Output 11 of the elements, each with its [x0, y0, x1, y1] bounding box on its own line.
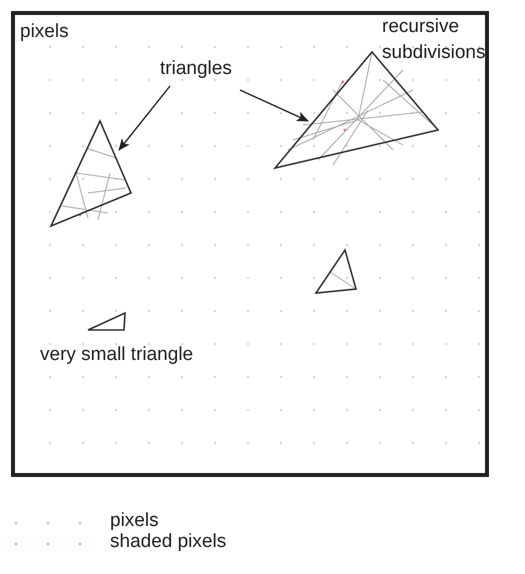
triangle-drawing	[313, 247, 359, 296]
triangle-drawing	[48, 118, 134, 229]
triangle-caption: very small triangle	[40, 343, 194, 367]
triangle-drawing	[86, 310, 128, 333]
callout-label: triangles	[160, 56, 232, 82]
annotation-text: recursive subdivisions	[382, 15, 486, 65]
leader-arrow	[240, 89, 309, 122]
area-label: pixels	[20, 20, 69, 44]
leader-arrow	[118, 86, 171, 151]
legend-label: shaded pixels	[110, 530, 226, 554]
legend-label: pixels	[110, 509, 159, 533]
